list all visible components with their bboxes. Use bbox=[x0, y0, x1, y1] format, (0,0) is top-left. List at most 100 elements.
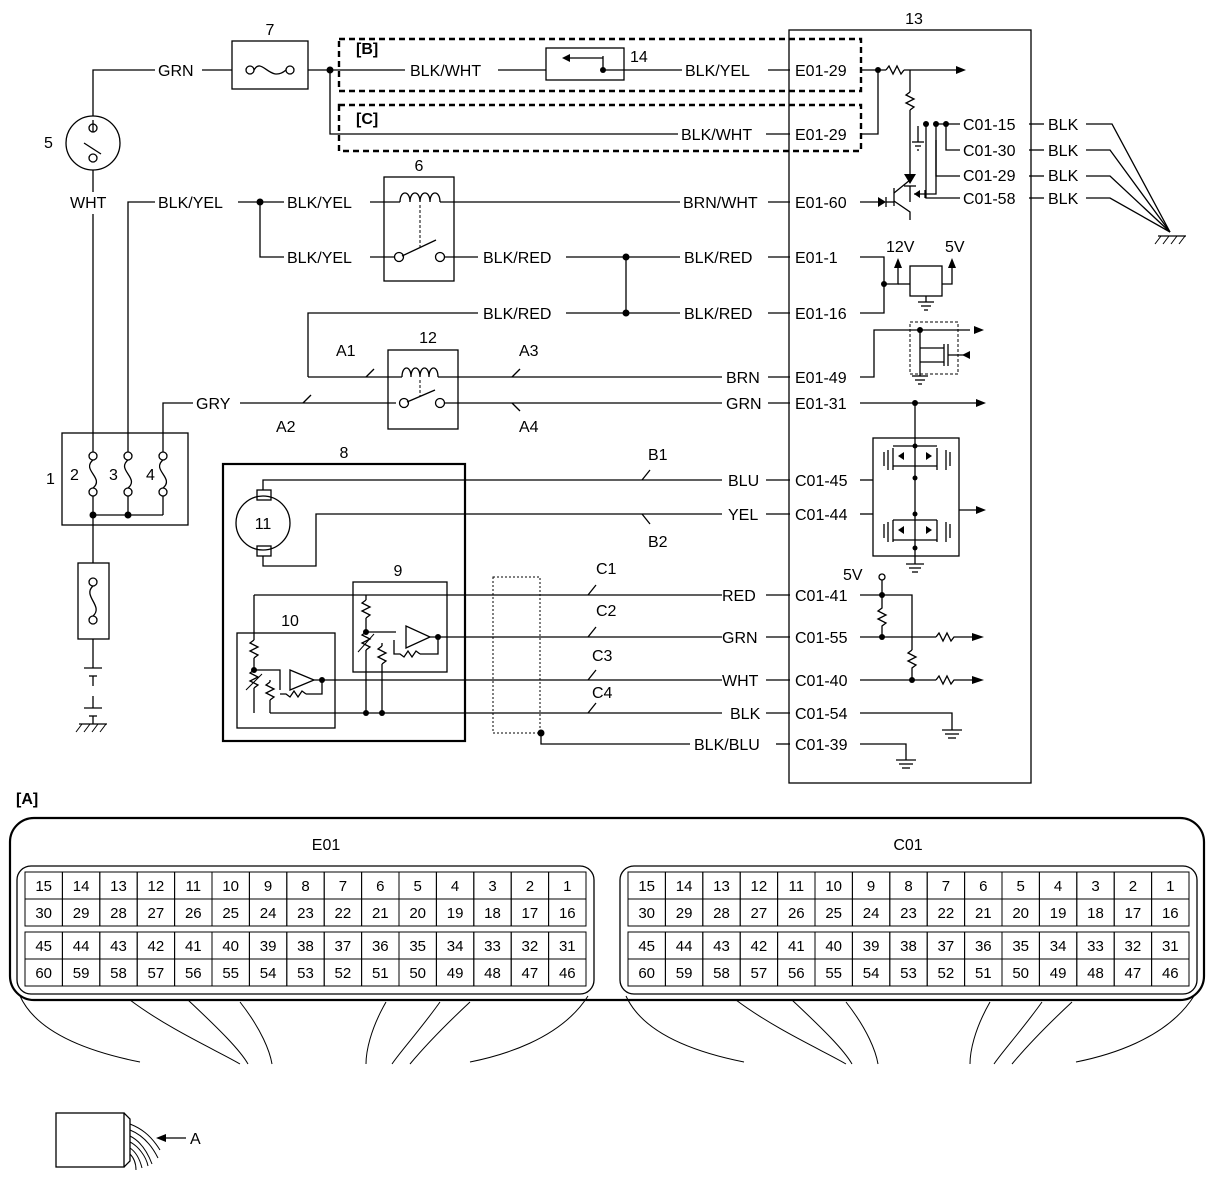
ecm-power-circuit bbox=[860, 64, 966, 220]
c01-pin-number: 28 bbox=[713, 905, 730, 922]
pin-c01-40: C01-40 bbox=[795, 673, 848, 690]
e01-pin-number: 46 bbox=[559, 965, 576, 982]
term-a4: A4 bbox=[519, 419, 539, 436]
wire-blk-c54: BLK bbox=[730, 706, 761, 723]
c01-pin-number: 41 bbox=[788, 938, 805, 955]
e01-pin-number: 2 bbox=[526, 878, 534, 895]
shield bbox=[492, 576, 690, 745]
e01-pin-number: 18 bbox=[484, 905, 501, 922]
section-b: [B] bbox=[337, 37, 863, 93]
term-a1: A1 bbox=[336, 343, 356, 360]
wire-blkred-relay: BLK/RED bbox=[483, 250, 551, 267]
e01-pin-number: 42 bbox=[148, 938, 165, 955]
term-c1: C1 bbox=[596, 561, 617, 578]
c01-pin-number: 45 bbox=[638, 938, 655, 955]
wire-grn-c55: GRN bbox=[722, 630, 758, 647]
section-b-label: [B] bbox=[356, 41, 378, 58]
harness-label-a: A bbox=[190, 1131, 201, 1148]
pin-e01-49: E01-49 bbox=[795, 370, 847, 387]
wire-grn-e31: GRN bbox=[726, 396, 762, 413]
term-c3: C3 bbox=[592, 648, 613, 665]
sensor-10-number: 10 bbox=[281, 613, 299, 630]
sensor-10: 10 bbox=[236, 595, 722, 729]
connector-c01-title: C01 bbox=[893, 837, 922, 854]
wire-blkwht-c: BLK/WHT bbox=[681, 127, 752, 144]
pin-e01-31: E01-31 bbox=[795, 396, 847, 413]
wire-blkred-e1: BLK/RED bbox=[684, 250, 752, 267]
e01-pin-number: 16 bbox=[559, 905, 576, 922]
wire-blkblu: BLK/BLU bbox=[694, 737, 760, 754]
motor-11-number: 11 bbox=[255, 516, 272, 533]
wire-blk-ground-1: BLK bbox=[1048, 117, 1079, 134]
c01-pin-number: 53 bbox=[900, 965, 917, 982]
wire-wht-left: WHT bbox=[70, 195, 107, 212]
section-c-label: [C] bbox=[356, 111, 378, 128]
term-c2: C2 bbox=[596, 603, 617, 620]
wire-yel: YEL bbox=[728, 507, 758, 524]
e01-pin-number: 26 bbox=[185, 905, 202, 922]
wire-blkwht-b: BLK/WHT bbox=[410, 63, 481, 80]
main-relay-6: 6 bbox=[383, 158, 455, 282]
term-b2: B2 bbox=[648, 534, 668, 551]
c01-pin-number: 15 bbox=[638, 878, 655, 895]
fuse-7-number: 7 bbox=[266, 22, 275, 39]
term-b1: B1 bbox=[648, 447, 668, 464]
pin-c01-44: C01-44 bbox=[795, 507, 848, 524]
pin-c01-15: C01-15 bbox=[963, 117, 1016, 134]
c01-pin-number: 10 bbox=[825, 878, 842, 895]
relay-12: 12 bbox=[387, 330, 459, 430]
c01-pin-number: 52 bbox=[938, 965, 955, 982]
e01-pin-number: 35 bbox=[409, 938, 426, 955]
e01-pin-number: 54 bbox=[260, 965, 277, 982]
e01-pin-number: 32 bbox=[522, 938, 539, 955]
c01-pin-number: 57 bbox=[751, 965, 768, 982]
e01-pin-number: 11 bbox=[186, 878, 202, 895]
c01-pin-number: 7 bbox=[942, 878, 950, 895]
e01-pin-number: 50 bbox=[409, 965, 426, 982]
e01-pin-number: 17 bbox=[522, 905, 539, 922]
e01-pin-number: 20 bbox=[409, 905, 426, 922]
ecm-13: 13 bbox=[788, 11, 1032, 784]
e01-pin-number: 5 bbox=[414, 878, 422, 895]
c01-pin-number: 39 bbox=[863, 938, 880, 955]
c01-pin-number: 31 bbox=[1162, 938, 1179, 955]
c01-pin-number: 27 bbox=[751, 905, 768, 922]
c01-pin-cell bbox=[1151, 898, 1190, 927]
voltage-5v-b: 5V bbox=[843, 567, 863, 584]
wire-blkred-left: BLK/RED bbox=[483, 306, 551, 323]
c01-pin-number: 48 bbox=[1087, 965, 1104, 982]
e01-pin-number: 44 bbox=[73, 938, 90, 955]
wire-blk-ground-3: BLK bbox=[1048, 168, 1079, 185]
e01-pin-number: 30 bbox=[35, 905, 52, 922]
e01-pin-number: 15 bbox=[35, 878, 52, 895]
ecm-relay-driver bbox=[860, 321, 984, 385]
pin-c01-45: C01-45 bbox=[795, 473, 848, 490]
c01-pin-number: 50 bbox=[1012, 965, 1029, 982]
pin-e01-1: E01-1 bbox=[795, 250, 838, 267]
pin-e01-60: E01-60 bbox=[795, 195, 847, 212]
e01-pin-number: 14 bbox=[73, 878, 90, 895]
e01-pin-number: 19 bbox=[447, 905, 464, 922]
relay-6-number: 6 bbox=[415, 158, 424, 175]
fuse-7: 7 bbox=[231, 22, 309, 90]
e01-pin-number: 4 bbox=[451, 878, 459, 895]
ecm-sensor-inputs: 5V bbox=[843, 567, 984, 769]
c01-pin-number: 33 bbox=[1087, 938, 1104, 955]
pin-e01-29-c: E01-29 bbox=[795, 127, 847, 144]
e01-pin-number: 56 bbox=[185, 965, 202, 982]
e01-pin-number: 12 bbox=[148, 878, 165, 895]
wire-blk-ground-2: BLK bbox=[1048, 143, 1079, 160]
c01-pin-number: 42 bbox=[751, 938, 768, 955]
c01-pin-number: 46 bbox=[1162, 965, 1179, 982]
c01-pin-number: 43 bbox=[713, 938, 730, 955]
harness-connector-icon: A bbox=[55, 1112, 201, 1171]
main-fuse bbox=[77, 562, 110, 640]
c01-pin-number: 23 bbox=[900, 905, 917, 922]
c01-pin-number: 49 bbox=[1050, 965, 1067, 982]
e01-pin-cell bbox=[548, 898, 587, 927]
motor-11: 11 bbox=[235, 489, 291, 557]
e01-pin-number: 1 bbox=[563, 878, 571, 895]
c01-pin-number: 3 bbox=[1091, 878, 1099, 895]
e01-pin-number: 57 bbox=[148, 965, 165, 982]
actuator-assembly-8: 8 11 10 bbox=[221, 445, 722, 743]
